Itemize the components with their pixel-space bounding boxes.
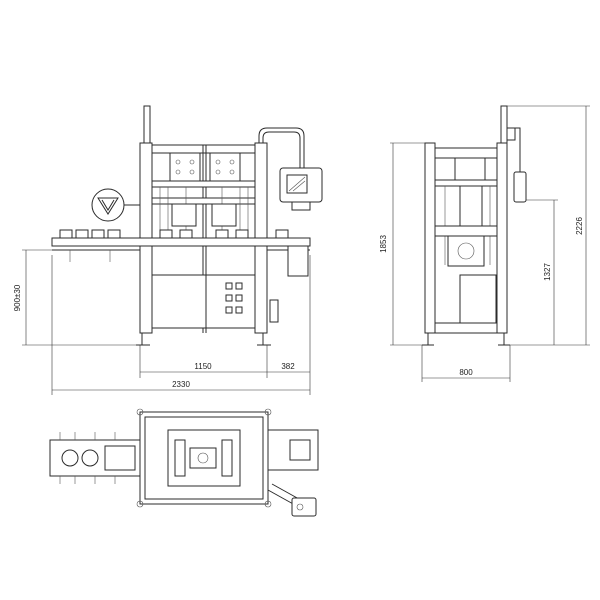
- rotary-disk: [91, 188, 125, 222]
- top-view: [49, 408, 319, 517]
- dim-frame-height: 1853: [379, 235, 388, 253]
- top-gripper: [221, 439, 233, 477]
- product: [91, 229, 105, 239]
- front-view: [51, 105, 323, 346]
- side-conveyor: [434, 225, 498, 237]
- top-gripper: [174, 439, 186, 477]
- side-top-beam: [434, 147, 498, 159]
- product: [59, 229, 73, 239]
- side-column-left: [424, 142, 436, 334]
- right-head: [209, 152, 241, 182]
- side-hmi: [513, 171, 527, 203]
- dim-mid-height: 1327: [543, 263, 552, 281]
- side-crossbeam: [434, 179, 498, 187]
- control-button: [225, 306, 233, 314]
- conveyor: [51, 237, 311, 247]
- dim-total-width: 2330: [172, 380, 190, 389]
- product: [215, 229, 229, 239]
- left-head: [169, 152, 201, 182]
- top-product: [61, 449, 79, 467]
- side-view: [422, 105, 527, 346]
- signal-tower: [500, 105, 508, 145]
- front-dimensions: 900±30 1150 382 2330: [13, 249, 311, 395]
- motor: [287, 245, 309, 277]
- top-motor: [289, 439, 311, 461]
- product: [75, 229, 89, 239]
- control-button: [235, 294, 243, 302]
- top-hmi: [291, 497, 317, 517]
- side-head: [454, 157, 486, 181]
- side-dimensions: 1853 1327 2226 800: [379, 105, 590, 382]
- left-gripper: [171, 203, 197, 227]
- dim-height-range: 900±30: [13, 284, 22, 311]
- side-gripper: [459, 185, 483, 227]
- right-gripper: [211, 203, 237, 227]
- hmi-arm: [258, 127, 305, 168]
- control-button: [235, 306, 243, 314]
- product: [179, 229, 193, 239]
- control-button: [235, 282, 243, 290]
- dim-side-width: 800: [459, 368, 473, 377]
- signal-tower: [143, 105, 151, 145]
- side-column-right: [496, 142, 508, 334]
- side-cabinet: [459, 274, 497, 324]
- air-filter: [269, 299, 279, 323]
- top-feeder: [104, 445, 136, 471]
- top-center-unit: [189, 447, 217, 469]
- control-button: [225, 282, 233, 290]
- product: [275, 229, 289, 239]
- mid-crossbeam: [151, 197, 256, 205]
- upper-crossbeam: [151, 180, 256, 188]
- control-button: [225, 294, 233, 302]
- dim-main-width: 1150: [194, 362, 212, 371]
- dim-total-height: 2226: [575, 217, 584, 235]
- hmi-mount: [291, 201, 311, 211]
- product: [159, 229, 173, 239]
- dim-side-width: 382: [281, 362, 295, 371]
- product: [107, 229, 121, 239]
- side-mechanism: [447, 235, 485, 267]
- side-base: [434, 322, 498, 334]
- top-product: [81, 449, 99, 467]
- product: [235, 229, 249, 239]
